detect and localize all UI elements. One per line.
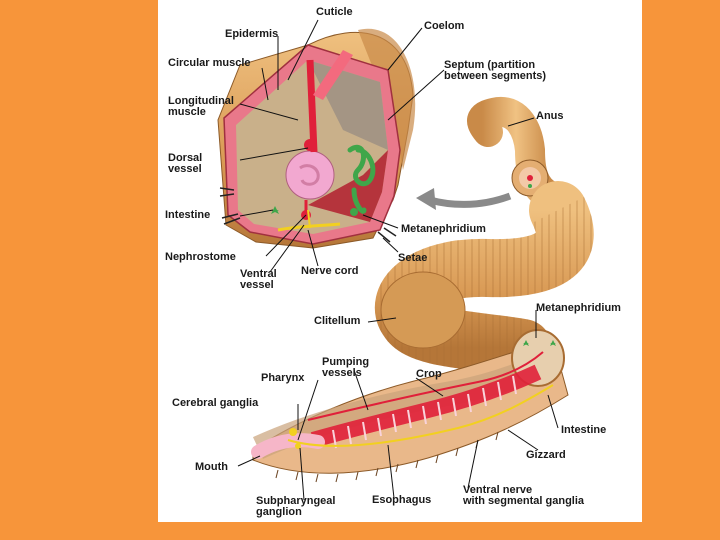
cross-section-arrow <box>430 196 510 204</box>
label-ventral-nerve: Ventral nerve with segmental ganglia <box>463 485 584 507</box>
label-esophagus: Esophagus <box>372 495 431 506</box>
label-circular-muscle: Circular muscle <box>168 58 251 69</box>
label-epidermis: Epidermis <box>225 29 278 40</box>
label-metanephridium-right: Metanephridium <box>536 303 621 314</box>
label-anus: Anus <box>536 111 564 122</box>
label-longitudinal-muscle: Longitudinal muscle <box>168 96 234 118</box>
label-coelom: Coelom <box>424 21 464 32</box>
label-cuticle: Cuticle <box>316 7 353 18</box>
label-dorsal-vessel: Dorsal vessel <box>168 153 202 175</box>
label-metanephridium-top: Metanephridium <box>401 224 486 235</box>
label-crop: Crop <box>416 369 442 380</box>
label-cerebral-ganglia: Cerebral ganglia <box>172 398 258 409</box>
label-pumping-vessels: Pumping vessels <box>322 357 369 379</box>
label-clitellum: Clitellum <box>314 316 360 327</box>
label-intestine-top: Intestine <box>165 210 210 221</box>
label-nephrostome: Nephrostome <box>165 252 236 263</box>
label-ventral-vessel: Ventral vessel <box>240 269 277 291</box>
label-subpharyngeal-ganglion: Subpharyngeal ganglion <box>256 496 335 518</box>
label-gizzard: Gizzard <box>526 450 566 461</box>
label-intestine-bottom: Intestine <box>561 425 606 436</box>
label-pharynx: Pharynx <box>261 373 304 384</box>
label-septum: Septum (partition between segments) <box>444 60 546 82</box>
label-setae: Setae <box>398 253 427 264</box>
diagram-panel: Cuticle Epidermis Circular muscle Longit… <box>158 0 642 522</box>
label-mouth: Mouth <box>195 462 228 473</box>
label-nerve-cord: Nerve cord <box>301 266 358 277</box>
